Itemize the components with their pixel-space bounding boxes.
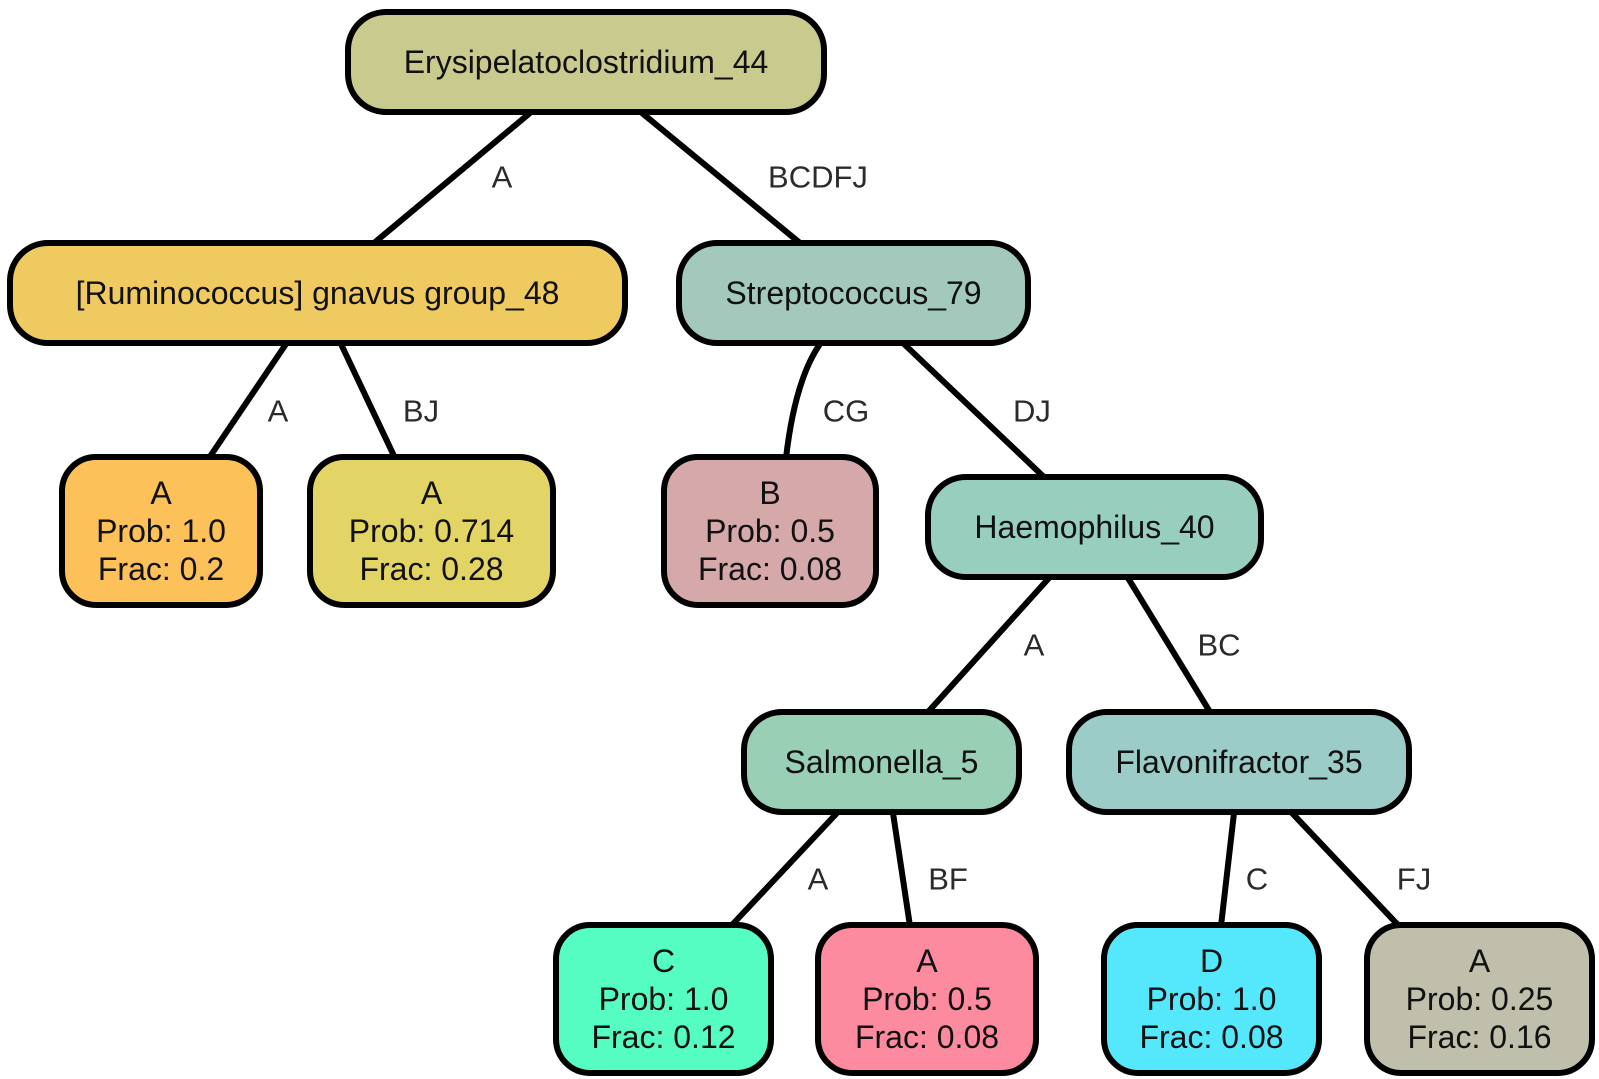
node-frac-label: Frac: 0.08 [1139,1019,1283,1055]
node-class-label: A [1469,943,1491,979]
edge-label: A [492,160,513,195]
edge-n40-n5: A [925,575,1052,715]
edge-n35-leaf7: FJ [1289,810,1431,929]
edge-line [783,342,823,459]
node-title: Flavonifractor_35 [1115,744,1362,780]
node-prob-label: Prob: 1.0 [96,513,226,549]
node-class-label: C [652,943,675,979]
node-prob-label: Prob: 1.0 [599,981,729,1017]
node-frac-label: Frac: 0.08 [855,1019,999,1055]
node-box [345,9,827,115]
node-box [7,240,628,346]
node-prob-label: Prob: 0.25 [1406,981,1554,1017]
node-class-label: B [759,475,780,511]
edge-line [206,342,289,460]
split-node-n48: [Ruminococcus] gnavus group_48 [7,240,628,346]
edge-label: A [1024,628,1045,663]
node-box [1066,709,1412,815]
node-prob-label: Prob: 0.5 [705,513,835,549]
node-frac-label: Frac: 0.16 [1407,1019,1551,1055]
edge-label: BJ [403,394,439,429]
node-class-label: A [150,475,172,511]
node-frac-label: Frac: 0.28 [359,551,503,587]
node-title: Salmonella_5 [785,744,979,780]
edge-line [1125,576,1213,714]
node-frac-label: Frac: 0.08 [698,551,842,587]
node-title: Streptococcus_79 [725,275,981,311]
split-node-n44: Erysipelatoclostridium_44 [345,9,827,115]
node-class-label: D [1200,943,1223,979]
node-title: [Ruminococcus] gnavus group_48 [76,275,560,311]
node-box [676,240,1031,346]
edge-label: BC [1197,628,1240,663]
edge-n79-n40: DJ [901,341,1051,481]
node-box [661,454,879,608]
node-box [59,454,263,608]
node-class-label: A [916,943,938,979]
node-title: Haemophilus_40 [974,509,1214,545]
node-box [925,474,1264,580]
edge-n79-leaf3: CG [783,342,870,459]
edge-n5-leaf4: A [728,810,840,929]
edge-n48-leaf1: A [206,342,289,460]
node-prob-label: Prob: 0.5 [862,981,992,1017]
edge-line [372,110,532,246]
edges-layer: A BCDFJ A BJ CG DJ A BC A BF C FJ [206,110,1431,929]
edge-label: A [268,394,289,429]
split-node-n35: Flavonifractor_35 [1066,709,1412,815]
edge-label: DJ [1013,394,1051,429]
nodes-layer: Erysipelatoclostridium_44 [Ruminococcus] … [7,9,1595,1076]
edge-label: CG [823,394,870,429]
node-box [1101,922,1322,1076]
node-title: Erysipelatoclostridium_44 [404,44,769,80]
split-node-n79: Streptococcus_79 [676,240,1031,346]
node-box [815,922,1039,1076]
split-node-n40: Haemophilus_40 [925,474,1264,580]
edge-line [901,341,1048,481]
node-prob-label: Prob: 0.714 [349,513,514,549]
node-box [553,922,774,1076]
node-frac-label: Frac: 0.2 [98,551,224,587]
node-prob-label: Prob: 1.0 [1147,981,1277,1017]
edge-line [890,812,913,927]
node-box [741,709,1022,815]
edge-label: FJ [1397,862,1431,897]
edge-line [728,810,840,929]
node-box [307,454,556,608]
node-frac-label: Frac: 0.12 [591,1019,735,1055]
edge-line [640,110,802,246]
edge-line [1218,812,1237,927]
edge-n48-leaf2: BJ [338,342,439,460]
node-class-label: A [421,475,443,511]
edge-n40-n35: BC [1125,576,1241,714]
edge-n35-leaf6: C [1218,812,1268,927]
edge-n44-n48: A [372,110,532,246]
edge-label: A [808,862,829,897]
node-box [1364,922,1595,1076]
edge-line [925,575,1052,715]
edge-label: BF [928,862,968,897]
edge-label: C [1246,862,1268,897]
edge-n5-leaf5: BF [890,812,968,927]
edge-label: BCDFJ [768,160,868,195]
edge-line [1289,810,1402,929]
edge-line [338,342,398,460]
edge-n44-n79: BCDFJ [640,110,868,246]
split-node-n5: Salmonella_5 [741,709,1022,815]
